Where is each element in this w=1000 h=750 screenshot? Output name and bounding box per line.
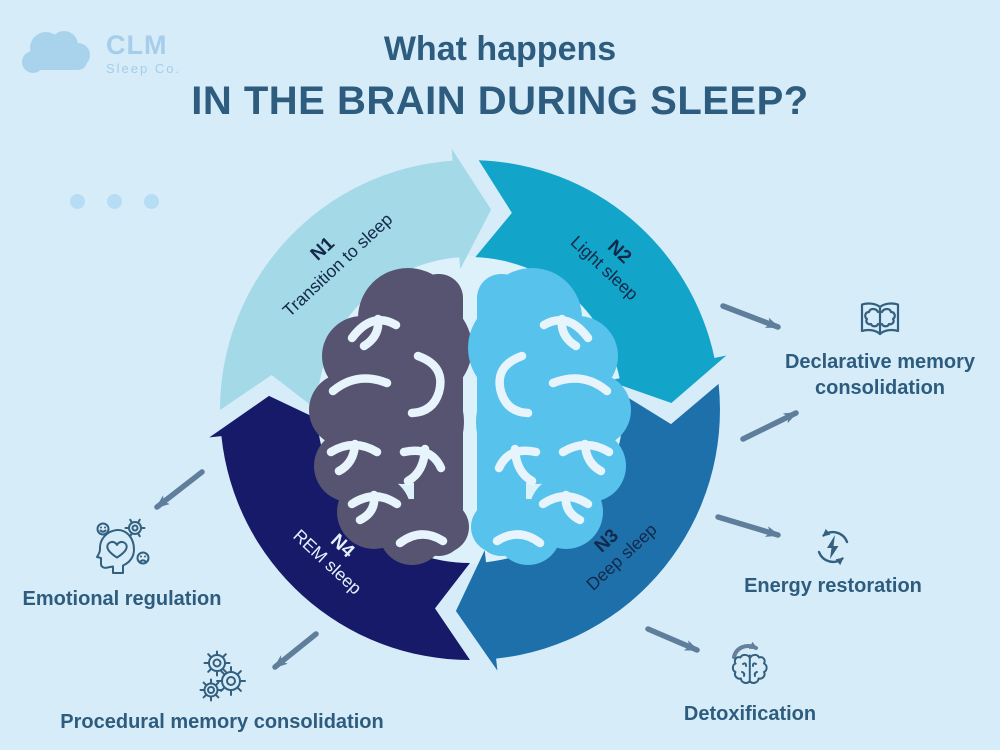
logo-name: CLM: [106, 30, 168, 60]
benefit-label: Procedural memory consolidation: [60, 711, 384, 733]
logo: CLM Sleep Co.: [18, 24, 278, 88]
benefit-emotional-regulation: Emotional regulation: [12, 517, 232, 612]
brain-detox-icon: [731, 641, 768, 684]
arrow-to-procedural-memory: [272, 631, 319, 670]
stage-segment-n4: [209, 395, 470, 660]
book-brain-icon: [860, 302, 900, 336]
dot: [107, 194, 122, 209]
benefit-label: Emotional regulation: [22, 588, 222, 610]
cloud-icon: [22, 31, 90, 73]
benefit-detoxification: Detoxification: [650, 640, 850, 727]
arrow-to-emotional-regulation: [154, 469, 205, 510]
title-line-2: IN THE BRAIN DURING SLEEP?: [191, 79, 809, 123]
arrow-to-detoxification: [645, 626, 700, 653]
benefit-label: Energy restoration: [744, 575, 922, 597]
arrow-to-declarative-memory: [720, 303, 781, 330]
brain-gyri: [326, 314, 614, 548]
brain-left-hemisphere: [309, 268, 472, 565]
stage-segment-n2: [475, 160, 727, 403]
benefit-procedural-memory: Procedural memory consolidation: [40, 650, 404, 735]
benefit-label: Detoxification: [683, 703, 817, 725]
head-heart-icon: [96, 518, 150, 574]
page-title: What happens IN THE BRAIN DURING SLEEP?: [0, 0, 1000, 124]
connector-arrows: [154, 303, 799, 670]
energy-cycle-icon: [817, 528, 849, 566]
stage-segment-n1: [220, 148, 492, 410]
dot: [144, 194, 159, 209]
arrow-to-energy-restoration: [715, 514, 781, 538]
arrow-to-declarative-memory-2: [740, 410, 799, 442]
benefit-energy-restoration: Energy restoration: [733, 528, 933, 599]
decorative-dots: [70, 194, 159, 209]
gears-icon: [199, 650, 246, 702]
benefit-declarative-memory: Declarative memory consolidation: [770, 300, 990, 401]
dot: [70, 194, 85, 209]
brain-illustration: [309, 268, 631, 565]
benefit-label: Declarative memory consolidation: [784, 351, 976, 399]
title-line-1: What happens: [383, 30, 617, 68]
logo-tagline: Sleep Co.: [106, 61, 182, 76]
